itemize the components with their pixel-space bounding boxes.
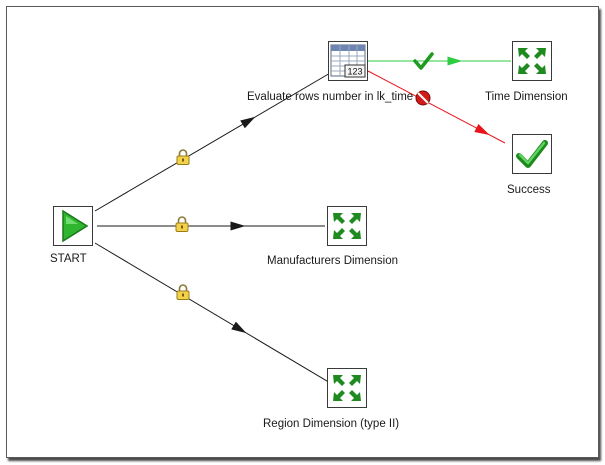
dimension-icon <box>333 213 361 239</box>
dimension-icon <box>333 375 361 401</box>
step-label-start: START <box>50 253 87 265</box>
job-canvas[interactable]: START 123 Evaluate rows number in lk_tim… <box>6 6 599 458</box>
step-evaluate-rows[interactable]: 123 <box>328 41 368 81</box>
step-region-dimension[interactable] <box>327 368 367 408</box>
lock-icon <box>176 149 190 165</box>
hop-layer <box>94 52 511 388</box>
step-label-manufacturers-dimension: Manufacturers Dimension <box>267 255 399 267</box>
hop-evaluate-to-success[interactable] <box>367 70 506 144</box>
checkmark-icon <box>516 140 548 168</box>
dimension-icon <box>518 48 546 74</box>
step-time-dimension[interactable] <box>512 41 552 81</box>
table-123-icon: 123 <box>330 44 366 78</box>
step-label-region-dimension: Region Dimension (type II) <box>263 418 400 430</box>
hop-failure-stop-icon <box>415 90 431 106</box>
hop-success-check-icon <box>413 52 434 70</box>
step-manufacturers-dimension[interactable] <box>327 206 367 246</box>
step-label-time-dimension: Time Dimension <box>485 91 568 103</box>
step-label-success: Success <box>507 184 551 196</box>
step-start[interactable] <box>53 206 93 246</box>
play-icon <box>62 209 89 243</box>
step-label-evaluate-rows: Evaluate rows number in lk_time <box>247 91 414 103</box>
hop-start-to-evaluate[interactable] <box>94 68 338 212</box>
hop-start-to-region[interactable] <box>94 242 338 388</box>
step-success[interactable] <box>512 134 552 174</box>
lock-icon <box>176 284 190 300</box>
svg-text:123: 123 <box>347 67 362 77</box>
lock-icon <box>175 216 189 232</box>
